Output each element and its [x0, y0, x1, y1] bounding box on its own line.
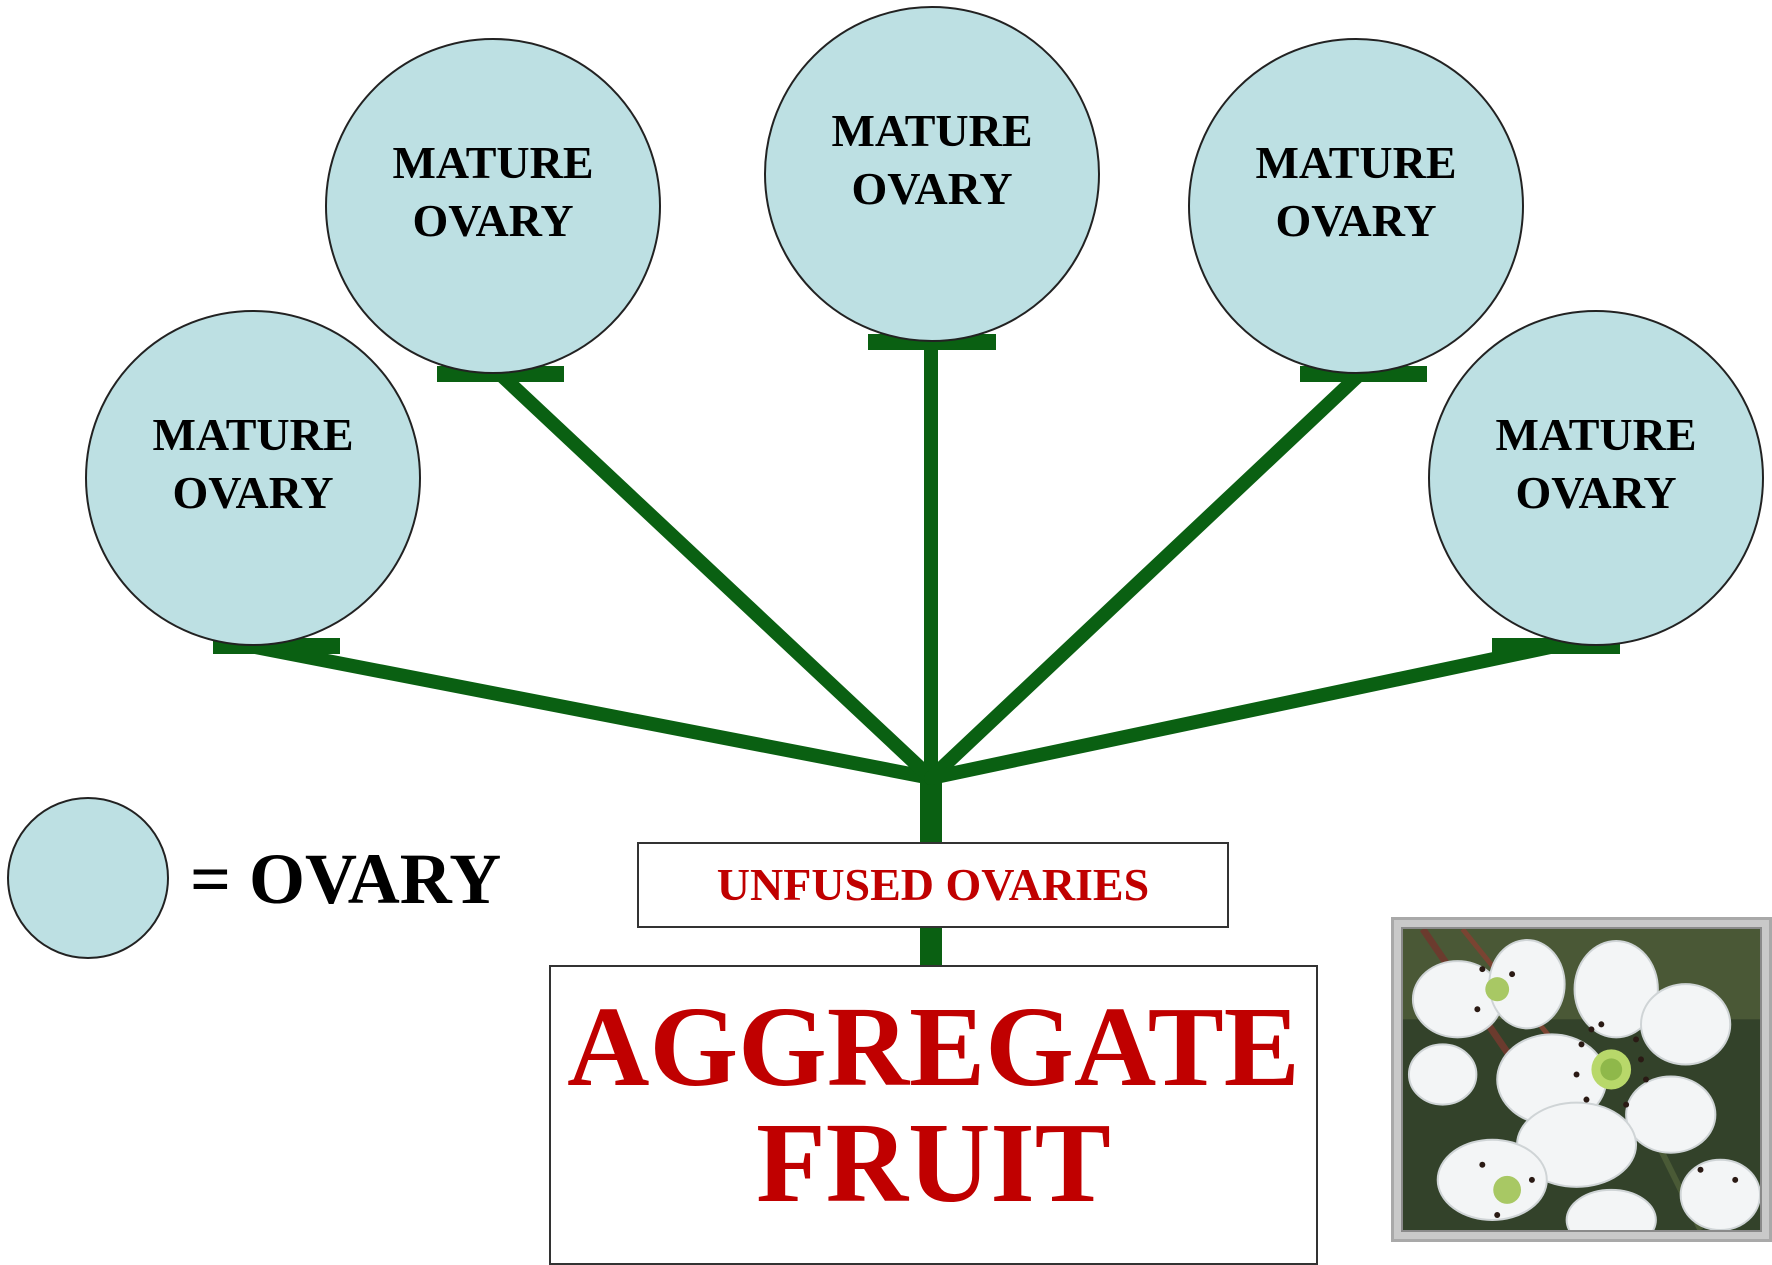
ovary-label-line1: MATURE	[1255, 137, 1456, 188]
stem-branch	[924, 367, 1367, 785]
ovary-label-line2: OVARY	[412, 195, 573, 246]
mature-ovary: MATURE OVARY	[1188, 38, 1524, 374]
stem-branch	[924, 639, 1562, 785]
ovary-label-line2: OVARY	[1515, 467, 1676, 518]
ovary-label-line2: OVARY	[851, 163, 1012, 214]
unfused-ovaries-box: UNFUSED OVARIES	[637, 842, 1229, 928]
mature-ovary: MATURE OVARY	[1428, 310, 1764, 646]
ovaries: MATURE OVARY MATURE OVARY MATURE OVARY MATURE O…	[85, 6, 1764, 646]
ovary-circle	[1188, 38, 1524, 374]
legend-label: = OVARY	[190, 839, 502, 919]
ovary-circle	[85, 310, 421, 646]
ovary-circle	[1428, 310, 1764, 646]
ovary-label-line1: MATURE	[392, 137, 593, 188]
aggregate-fruit-box: AGGREGATE FRUIT	[549, 965, 1318, 1265]
ovary-circle	[764, 6, 1100, 342]
aggregate-fruit-line2: FRUIT	[756, 1099, 1111, 1226]
flower-illustration	[1403, 929, 1760, 1230]
unfused-ovaries-label: UNFUSED OVARIES	[716, 859, 1150, 910]
stem-branch	[493, 367, 938, 785]
ovary-circle	[325, 38, 661, 374]
ovary-label-line2: OVARY	[172, 467, 333, 518]
mature-ovary: MATURE OVARY	[325, 38, 661, 374]
stem-branch	[243, 639, 938, 785]
flower-photo-image	[1401, 927, 1762, 1232]
mature-ovary: MATURE OVARY	[85, 310, 421, 646]
ovary-label-line1: MATURE	[152, 409, 353, 460]
aggregate-fruit-line1: AGGREGATE	[567, 983, 1300, 1110]
ovary-label-line1: MATURE	[1495, 409, 1696, 460]
ovary-label-line2: OVARY	[1275, 195, 1436, 246]
blackberry-flower-photo	[1391, 917, 1772, 1242]
legend-ovary-circle	[7, 797, 169, 959]
ovary-label-line1: MATURE	[831, 105, 1032, 156]
mature-ovary: MATURE OVARY	[764, 6, 1100, 342]
